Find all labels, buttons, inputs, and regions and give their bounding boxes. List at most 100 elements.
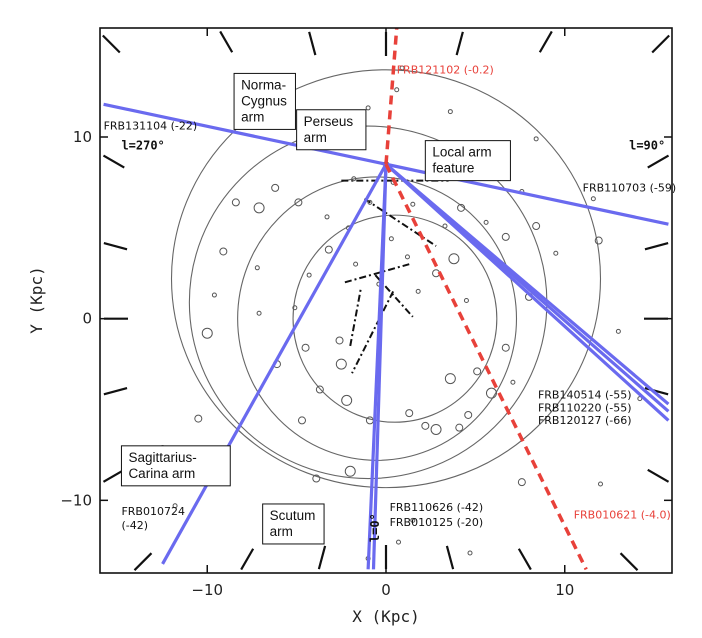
cluster-point — [410, 517, 416, 523]
cluster-point — [312, 474, 321, 483]
longitude-tick — [619, 552, 639, 571]
cluster-point — [324, 214, 330, 220]
cluster-point — [464, 410, 473, 419]
cluster-point — [231, 198, 240, 207]
arm-ellipse — [292, 214, 498, 423]
sightline-label: FRB010724(-42) — [121, 505, 185, 532]
longitude-tick — [133, 552, 153, 571]
sightline-frb121102 — [384, 27, 399, 165]
cluster-point — [517, 478, 526, 487]
cluster-point — [410, 201, 416, 207]
longitude-tick — [644, 242, 669, 251]
arm-label-box — [120, 445, 231, 487]
longitude-tick — [647, 468, 670, 483]
cluster-point — [301, 343, 310, 352]
cluster-point — [421, 421, 430, 430]
label-line: FRB010724 — [121, 505, 185, 518]
cluster-point — [396, 539, 402, 545]
longitude-tick — [102, 154, 125, 169]
structure-segment — [344, 263, 410, 284]
longitude-tick — [308, 31, 317, 56]
arm-label-box — [233, 72, 296, 130]
cluster-point — [306, 272, 312, 278]
cluster-point — [467, 550, 473, 556]
longitude-tick — [651, 34, 670, 54]
cluster-point — [365, 105, 371, 111]
cluster-point — [324, 245, 333, 254]
arm-label-line: arm — [270, 524, 293, 539]
arm-label-line: Scutum — [270, 508, 316, 523]
arm-label-box — [262, 503, 325, 545]
longitude-tick — [647, 154, 670, 169]
cluster-point — [297, 416, 306, 425]
structure-segment — [374, 274, 414, 318]
cluster-point — [598, 481, 603, 487]
sightline-label: FRB120127 (-66) — [538, 414, 632, 427]
longitude-label: l=90° — [629, 139, 665, 153]
longitude-tick — [455, 31, 464, 56]
cluster-point — [590, 196, 596, 202]
arm-label-box — [424, 140, 511, 182]
frame-ticks — [102, 30, 670, 571]
arm-label-line: Perseus — [304, 114, 354, 129]
sightline-frb010125 — [371, 164, 388, 570]
longitude-label: l=270° — [121, 139, 164, 153]
cluster-point — [404, 254, 410, 260]
cluster-point — [388, 236, 394, 242]
cluster-point — [353, 261, 359, 267]
cluster-point — [532, 222, 541, 231]
arm-ellipse — [170, 69, 602, 489]
longitude-tick — [103, 386, 128, 396]
cluster-point — [292, 305, 298, 311]
structure-segment — [349, 287, 362, 347]
cluster-point — [399, 65, 405, 71]
structure-segments — [341, 179, 449, 374]
cluster-point — [501, 232, 510, 241]
cluster-point — [201, 327, 213, 339]
cluster-point — [415, 288, 421, 294]
cluster-point — [405, 409, 414, 418]
plot-frame — [99, 27, 673, 574]
sightline-label: FRB140514 (-55) — [538, 389, 632, 402]
cluster-point — [341, 394, 353, 406]
sightline-label: FRB110626 (-42) — [390, 501, 484, 514]
cluster-point — [510, 379, 516, 385]
arm-label-line: Local arm — [432, 145, 491, 160]
cluster-point — [448, 253, 460, 265]
cluster-point — [335, 358, 347, 370]
cluster-point — [315, 385, 324, 394]
x-tick-label: 0 — [381, 581, 391, 599]
cluster-point — [473, 367, 482, 376]
sightline-label: FRB010125 (-20) — [390, 516, 484, 529]
cluster-point — [271, 183, 280, 192]
cluster-point — [351, 176, 357, 182]
cluster-point — [367, 199, 373, 205]
sightline-label: FRB010621 (-4.0) — [574, 509, 671, 522]
cluster-point — [219, 247, 228, 256]
arm-label-text: Sagittarius-Carina arm — [128, 450, 196, 481]
sightline-series — [103, 27, 670, 571]
sightline-label: FRB110220 (-55) — [538, 401, 632, 414]
arm-label-line: feature — [432, 161, 474, 176]
longitude-label: l=0° — [368, 513, 382, 542]
cluster-point — [430, 423, 442, 435]
cluster-point — [457, 203, 466, 212]
cluster-point — [335, 336, 344, 345]
arm-label-line: arm — [241, 109, 264, 124]
cluster-point — [615, 328, 621, 334]
arm-label-line: Cygnus — [241, 93, 287, 108]
sightline-labels: FRB131104 (-22)FRB110703 (-59)FRB140514 … — [104, 63, 677, 531]
arm-label-line: Norma- — [241, 77, 286, 92]
x-axis-title: X (Kpc) — [352, 607, 419, 626]
cluster-point — [485, 387, 497, 399]
cluster-point — [442, 223, 448, 229]
cluster-point — [211, 292, 217, 298]
sightline-frb131104 — [103, 102, 387, 166]
